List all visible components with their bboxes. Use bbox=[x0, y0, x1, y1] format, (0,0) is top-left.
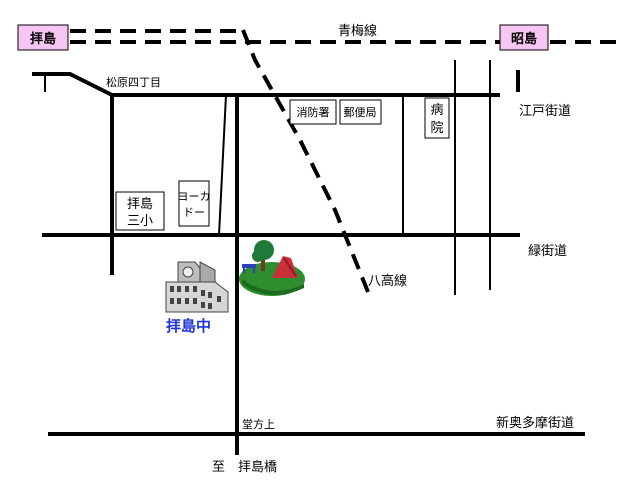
hachiko-line-label: 八高線 bbox=[368, 273, 407, 289]
ome-line-label: 青梅線 bbox=[338, 23, 377, 39]
school-name-label: 拝島中 bbox=[166, 317, 211, 335]
haijima-3sho: 拝島 三小 bbox=[115, 191, 165, 231]
yokado-label-1: ヨーカ bbox=[178, 190, 211, 203]
doho-kami-label: 堂方上 bbox=[242, 417, 275, 431]
station-akishima: 昭島 bbox=[499, 24, 549, 51]
yokado-label-2: ドー bbox=[183, 206, 205, 219]
station-akishima-label: 昭島 bbox=[511, 31, 537, 47]
station-haijima: 拝島 bbox=[17, 24, 69, 51]
ome-line bbox=[70, 29, 625, 44]
yokado: ヨーカ ドー bbox=[178, 180, 211, 227]
roads bbox=[32, 60, 585, 455]
matsubara-label: 松原四丁目 bbox=[106, 75, 161, 89]
school-building-icon bbox=[165, 261, 229, 313]
post-office-label: 郵便局 bbox=[344, 106, 377, 119]
post-office: 郵便局 bbox=[339, 99, 382, 125]
edo-kaido-label: 江戸街道 bbox=[519, 104, 571, 119]
hospital-label-1: 病 bbox=[430, 103, 443, 118]
park-icon bbox=[239, 240, 305, 296]
fire-station: 消防署 bbox=[289, 99, 337, 125]
hospital: 病 院 bbox=[424, 97, 450, 139]
shin-okutama-kaido-label: 新奥多摩街道 bbox=[496, 415, 574, 431]
midori-kaido-label: 緑街道 bbox=[528, 244, 567, 259]
haijima-3sho-label-1: 拝島 bbox=[127, 197, 153, 212]
station-haijima-label: 拝島 bbox=[30, 31, 56, 47]
haijima-3sho-label-2: 三小 bbox=[127, 214, 153, 229]
to-haijima-bridge-label: 至 拝島橋 bbox=[212, 460, 277, 475]
fire-station-label: 消防署 bbox=[297, 105, 330, 119]
hachiko-line bbox=[241, 29, 370, 293]
hospital-label-2: 院 bbox=[430, 121, 443, 136]
